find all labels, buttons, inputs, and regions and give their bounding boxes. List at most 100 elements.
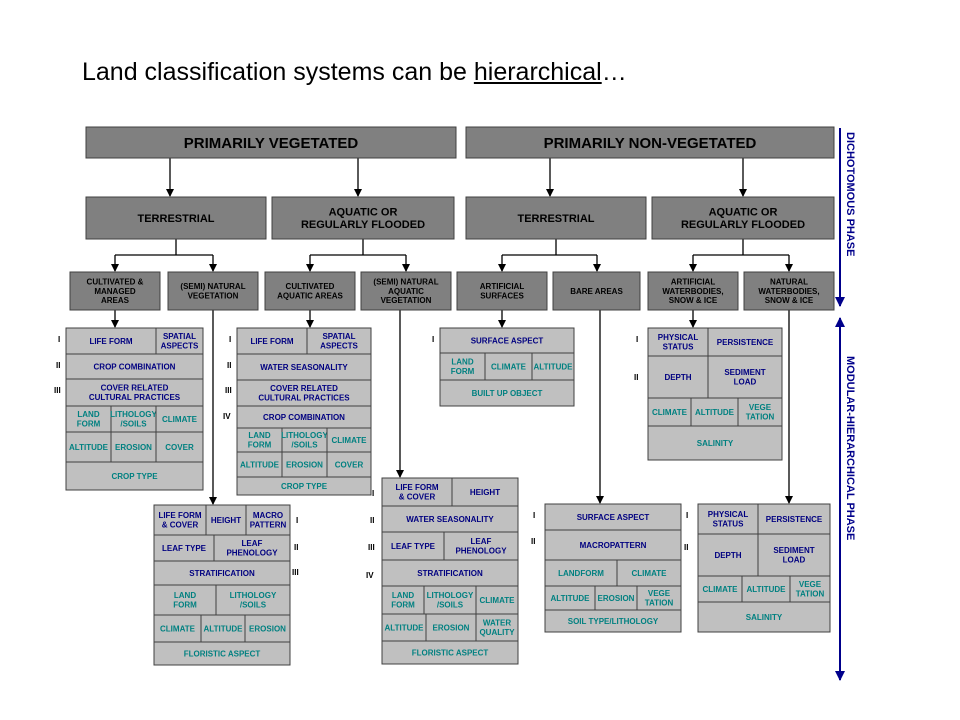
level-label: I bbox=[296, 516, 298, 525]
land-form-cell: LANDFORM bbox=[236, 427, 283, 453]
box-label: CULTURAL PRACTICES bbox=[258, 393, 350, 402]
box-label: FORM bbox=[77, 419, 101, 428]
box-label: LAND bbox=[77, 410, 99, 419]
box-label: SALINITY bbox=[697, 439, 734, 448]
level-label: III bbox=[54, 386, 61, 395]
box-label: STRATIFICATION bbox=[417, 569, 483, 578]
box-label: TERRESTRIAL bbox=[518, 213, 595, 225]
salinity-cell: SALINITY bbox=[647, 425, 783, 461]
box-label: HEIGHT bbox=[470, 488, 500, 497]
depth-cell: DEPTH bbox=[697, 533, 759, 577]
box-label: ALTITUDE bbox=[240, 460, 280, 469]
box-label: SALINITY bbox=[746, 613, 783, 622]
crop-type-cell: CROP TYPE bbox=[236, 476, 372, 496]
vegetation-cell: VEGETATION bbox=[636, 585, 682, 611]
box-label: LITHOLOGY bbox=[110, 410, 157, 419]
altitude-cell: ALTITUDE bbox=[741, 575, 791, 603]
box-label: CROP COMBINATION bbox=[94, 362, 176, 371]
box-label: AQUATIC OR bbox=[329, 207, 398, 219]
level-label: I bbox=[229, 335, 231, 344]
life-form-cell: LIFE FORM bbox=[65, 327, 157, 355]
box-label: DEPTH bbox=[664, 373, 691, 382]
box-label: VEGETATION bbox=[188, 291, 239, 300]
box-label: PHYSICAL bbox=[708, 510, 749, 519]
box-label: EROSION bbox=[115, 443, 152, 452]
life-form-cell: LIFE FORM bbox=[236, 327, 308, 355]
box-label: STATUS bbox=[663, 342, 694, 351]
box-label: FLORISTIC ASPECT bbox=[412, 648, 489, 657]
title-underlined: hierarchical bbox=[473, 58, 602, 86]
level-label: II bbox=[294, 543, 298, 552]
altitude-cell: ALTITUDE bbox=[65, 431, 112, 463]
level-label: I bbox=[533, 511, 535, 520]
box-label: PHENOLOGY bbox=[455, 546, 507, 555]
box-label: CULTURAL PRACTICES bbox=[89, 393, 181, 402]
box-label: CLIMATE bbox=[703, 585, 739, 594]
level-label: I bbox=[432, 335, 434, 344]
box-label: VEGE bbox=[799, 580, 822, 589]
box-label: SPATIAL bbox=[163, 332, 196, 341]
box-label: BARE AREAS bbox=[570, 287, 623, 296]
box-label: REGULARLY FLOODED bbox=[301, 219, 425, 231]
box-label: SEDIMENT bbox=[773, 546, 814, 555]
climate-cell: CLIMATE bbox=[647, 397, 692, 427]
box-label: CROP TYPE bbox=[111, 472, 158, 481]
box-label: LITHOLOGY bbox=[230, 591, 277, 600]
box-label: PERSISTENCE bbox=[766, 515, 823, 524]
height-cell: HEIGHT bbox=[205, 504, 247, 536]
box-label: PERSISTENCE bbox=[717, 338, 774, 347]
box-label: (SEMI) NATURAL bbox=[373, 278, 438, 287]
level-label: II bbox=[370, 516, 374, 525]
box-label: DEPTH bbox=[714, 551, 741, 560]
leaf-type-cell: LEAF TYPE bbox=[381, 531, 445, 561]
box-label: LOAD bbox=[734, 377, 757, 386]
cover-cell: COVER bbox=[326, 451, 372, 478]
box-label: ALTITUDE bbox=[385, 623, 425, 632]
land-form-cell: LANDFORM bbox=[439, 352, 486, 381]
salinity-cell: SALINITY bbox=[697, 601, 831, 633]
box-label: ALTITUDE bbox=[747, 585, 787, 594]
box-label: VEGE bbox=[648, 589, 671, 598]
depth-cell: DEPTH bbox=[647, 355, 709, 399]
box-label: COVER RELATED bbox=[101, 384, 169, 393]
box-label: /SOILS bbox=[437, 600, 464, 609]
climate-cell: CLIMATE bbox=[326, 427, 372, 453]
vegetation-cell: VEGETATION bbox=[737, 397, 783, 427]
box-label: SNOW & ICE bbox=[765, 296, 814, 305]
surface-aspect-cell: SURFACE ASPECT bbox=[439, 327, 575, 354]
title-text: Land classification systems can be bbox=[82, 58, 474, 86]
box-label: CROP COMBINATION bbox=[263, 413, 345, 422]
level-label: III bbox=[368, 543, 375, 552]
box-label: AQUATIC OR bbox=[709, 207, 778, 219]
box-label: ALTITUDE bbox=[695, 408, 735, 417]
box-label: CULTIVATED & bbox=[87, 278, 144, 287]
macro-pattern-cell: MACROPATTERN bbox=[245, 504, 291, 536]
box-label: SPATIAL bbox=[322, 332, 355, 341]
primarily-vegetated-box: PRIMARILY VEGETATED bbox=[85, 126, 457, 159]
altitude-cell: ALTITUDE bbox=[381, 613, 427, 642]
box-label: MACRO bbox=[253, 511, 283, 520]
box-label: WATER bbox=[483, 619, 512, 628]
level-label: II bbox=[531, 537, 535, 546]
land-form-cell: LANDFORM bbox=[65, 405, 112, 433]
life-form-cover-cell: LIFE FORM& COVER bbox=[381, 477, 453, 507]
box-label: /SOILS bbox=[120, 419, 147, 428]
lithology-cell: LITHOLOGY/SOILS bbox=[215, 584, 291, 616]
box-label: REGULARLY FLOODED bbox=[681, 219, 805, 231]
level-label: II bbox=[684, 543, 688, 552]
life-form-cover-cell: LIFE FORM& COVER bbox=[153, 504, 207, 536]
box-label: TATION bbox=[796, 589, 825, 598]
box-label: LIFE FORM bbox=[250, 337, 293, 346]
altitude-cell: ALTITUDE bbox=[690, 397, 739, 427]
land-form-cell: LANDFORM bbox=[153, 584, 217, 616]
